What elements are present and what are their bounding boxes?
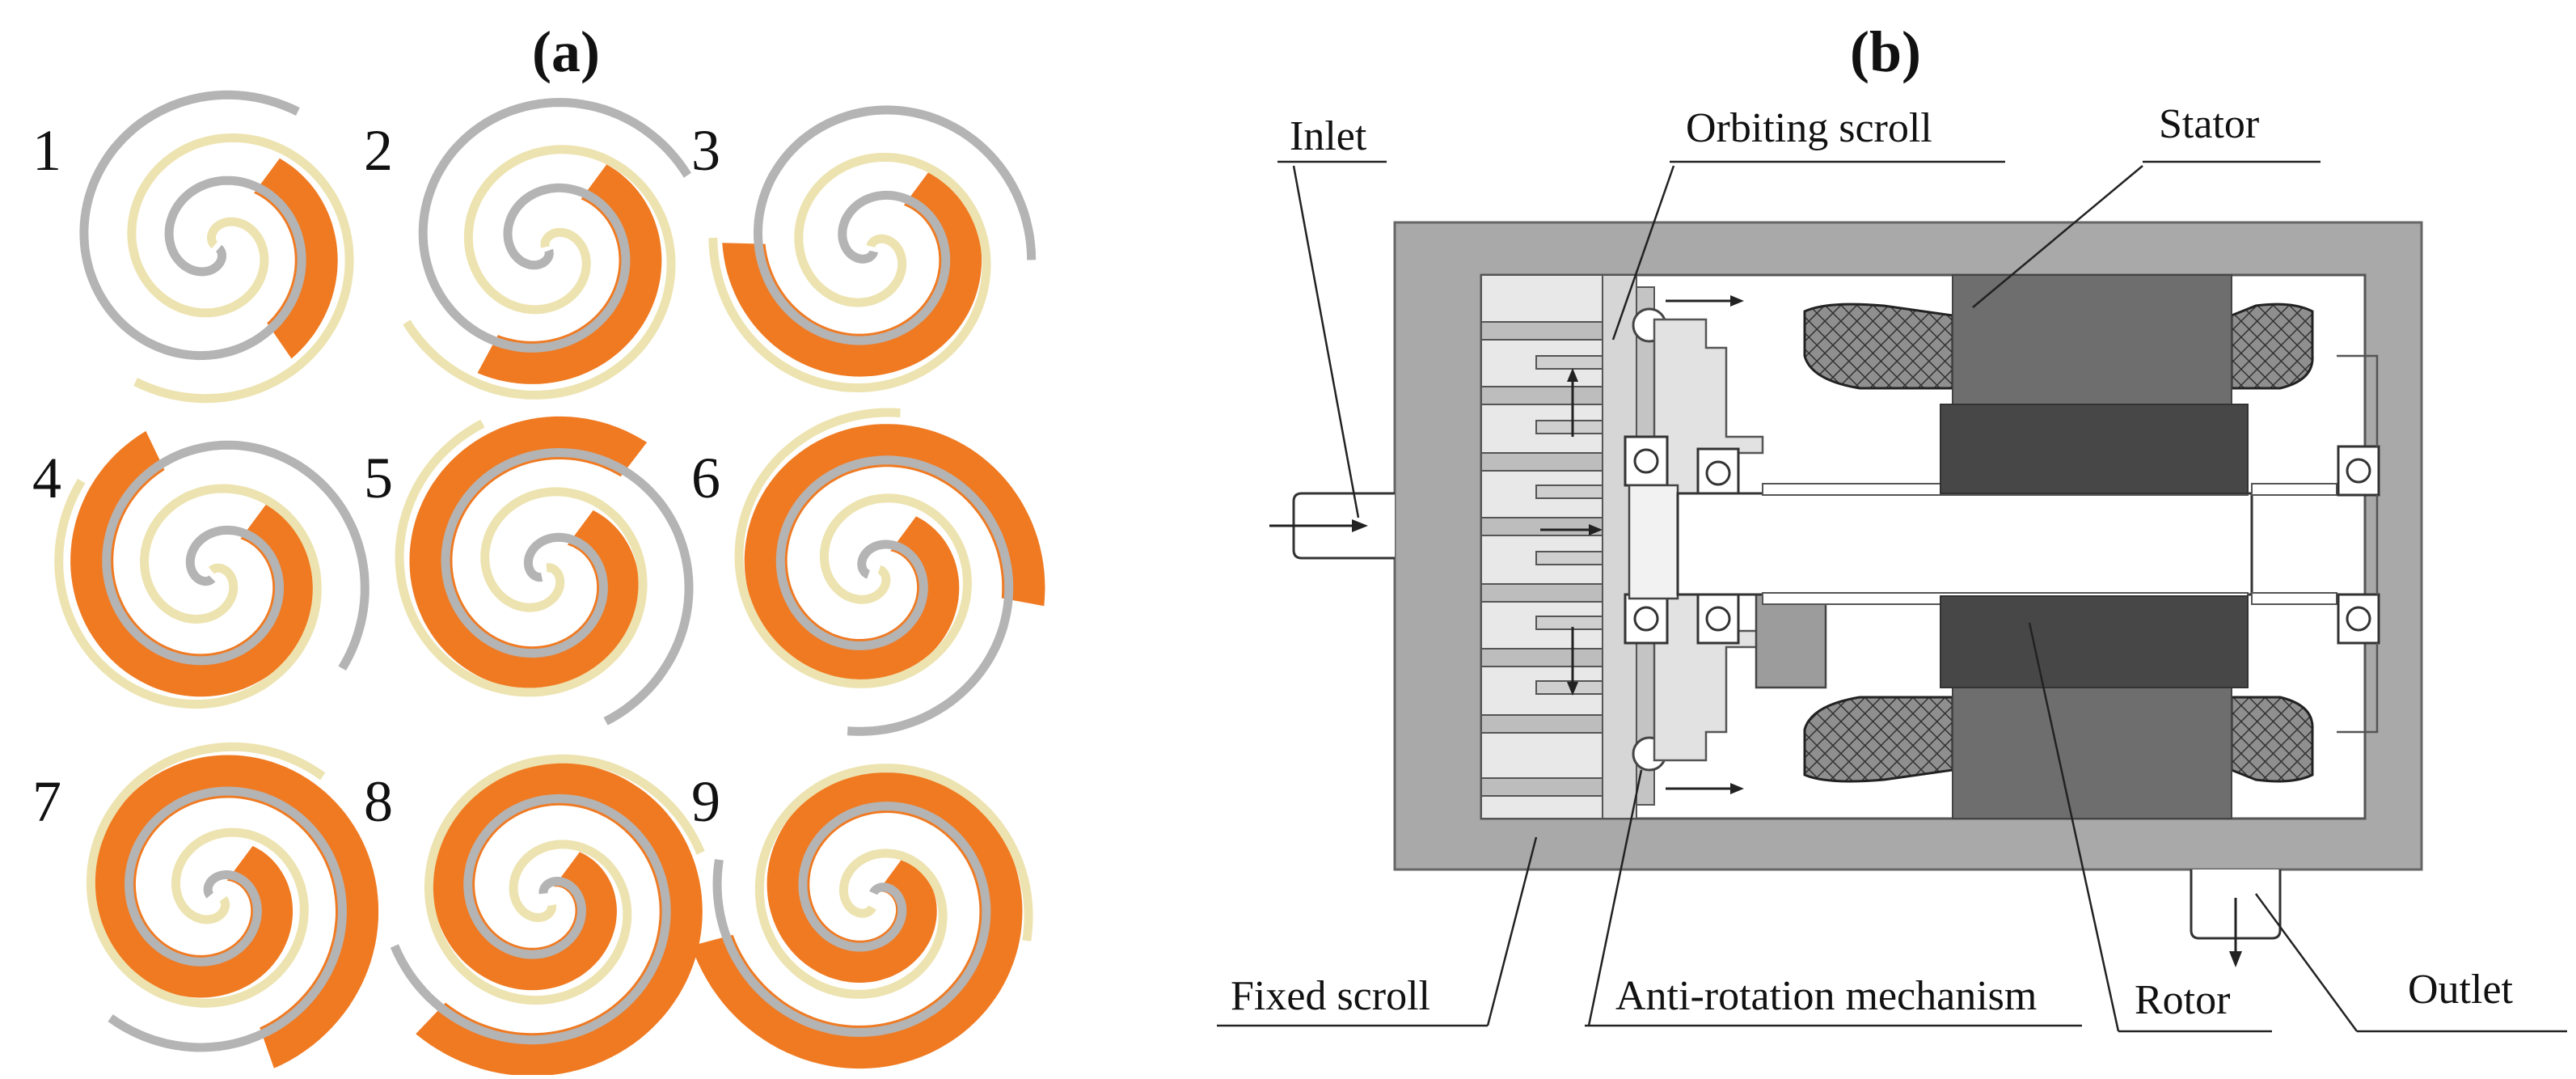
panel-a: (a) 1 2 3 4 5 6 7 8 9 [32,19,1045,1077]
orbiting-scroll-vanes [1535,355,1603,695]
fixed-scroll-wrap [441,447,694,726]
compression-pocket [93,755,379,1068]
orbiting-scroll-wrap [424,754,705,1005]
fixed-scroll-wrap [418,98,691,353]
callout-outlet: Outlet [2408,967,2514,1013]
orbiting-scroll-wrap [86,742,326,1008]
winding-right-top [2230,303,2314,390]
panel-b: (b) [1217,19,2567,1033]
fixed-scroll-wrap [102,440,370,671]
step-number: 3 [691,118,720,183]
inlet-pipe [1269,492,1395,560]
fixed-scroll-wrap [712,802,991,1037]
fixed-scroll-wrap [775,455,1014,736]
scroll-step-6: 6 [691,408,1045,736]
step-number: 5 [364,446,393,510]
scroll-step-9: 9 [690,764,1033,1069]
compression-pocket [690,770,1023,1069]
rotor [1940,404,2249,688]
scroll-step-5: 5 [364,416,694,726]
step-number: 7 [32,769,61,834]
callout-inlet: Inlet [1290,113,1367,159]
step-number: 9 [691,769,720,834]
fixed-scroll-wrap [390,793,671,1045]
callout-stator: Stator [2159,101,2259,147]
callout-orbiting-scroll: Orbiting scroll [1686,105,1932,151]
orbiting-scroll-wrap [395,419,648,697]
flow-arrows [1540,295,1744,794]
step-number: 8 [364,769,393,834]
stator-top [1952,274,2232,405]
step-number: 2 [364,118,393,183]
scroll-steps-grid: 1 2 3 4 5 6 7 8 9 [32,90,1045,1077]
orbiting-scroll-wrap [754,764,1033,999]
scroll-step-3: 3 [691,105,1037,393]
bearing-right-bottom [2337,593,2380,645]
callout-anti-rotation: Anti-rotation mechanism [1615,973,2037,1019]
winding-right-bottom [2230,696,2314,783]
orbiting-scroll-wrap [127,133,354,404]
scroll-step-4: 4 [32,430,370,709]
callouts: Inlet Orbiting scroll Stator Fixed scrol… [1217,101,2567,1033]
rotor-bottom [1940,595,2249,688]
bearing-left-bottom [1624,593,1669,645]
winding-left-bottom [1803,696,1954,783]
orbiting-scroll-wrap [403,145,676,400]
scroll-step-2: 2 [364,98,691,400]
compression-pocket [254,158,338,359]
anti-rotation-mechanism [1632,307,1667,772]
stator-windings [1803,303,2314,783]
outlet-pipe [2190,870,2282,967]
stator [1952,274,2232,819]
stator-bottom [1952,687,2232,819]
eccentric-bush [1628,484,1679,600]
shaft [1676,483,2337,605]
orbiting-scroll-wrap [708,152,991,393]
callout-fixed-scroll: Fixed scroll [1231,973,1430,1019]
bearing-right [2337,354,2380,734]
winding-left-top [1803,303,1954,390]
orbiting-scroll-wrap [54,478,322,709]
panel-b-label: (b) [1850,19,1921,84]
scroll-step-1: 1 [32,90,354,404]
step-number: 1 [32,118,61,183]
fixed-scroll-wrap [79,90,306,361]
callout-rotor: Rotor [2135,977,2230,1023]
scroll-step-8: 8 [364,754,705,1077]
panel-a-label: (a) [532,19,600,84]
rotor-top [1940,404,2249,494]
step-number: 6 [691,446,720,510]
scroll-step-7: 7 [32,742,379,1068]
fixed-scroll-wrap [108,786,347,1052]
step-number: 4 [32,446,61,510]
orbiting-scroll-wrap [734,408,972,688]
fixed-scroll-wrap [753,105,1037,345]
